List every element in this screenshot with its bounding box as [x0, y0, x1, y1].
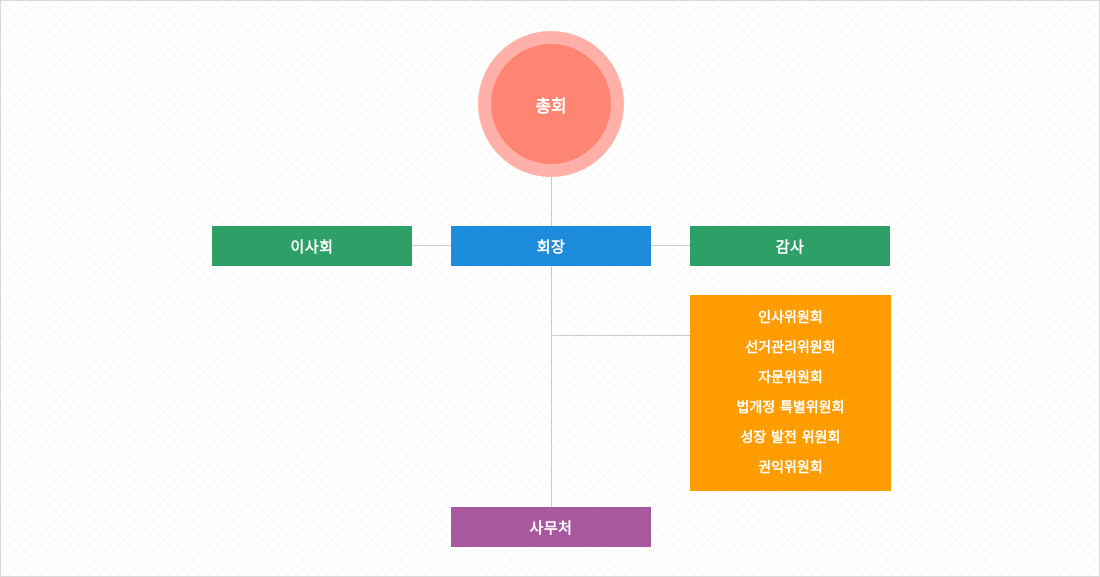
committees-node: 인사위원회 선거관리위원회 자문위원회 법개정 특별위원회 성장 발전 위원회 …	[690, 295, 891, 491]
committee-item: 인사위원회	[758, 310, 823, 326]
connector-board-president	[412, 245, 451, 246]
committee-item: 성장 발전 위원회	[740, 430, 841, 446]
connector-president-secretariat	[551, 266, 552, 507]
general-assembly-label: 총회	[491, 44, 611, 164]
committee-item: 법개정 특별위원회	[736, 400, 845, 416]
connector-president-auditor	[651, 245, 690, 246]
committee-item: 권익위원회	[758, 460, 823, 476]
connector-assembly-president	[551, 177, 552, 226]
secretariat-node: 사무처	[451, 507, 651, 547]
auditor-node: 감사	[690, 226, 890, 266]
committee-item: 선거관리위원회	[745, 340, 836, 356]
president-node: 회장	[451, 226, 651, 266]
connector-committees	[551, 335, 690, 336]
committee-item: 자문위원회	[758, 370, 823, 386]
board-node: 이사회	[212, 226, 412, 266]
general-assembly-node: 총회	[478, 31, 624, 177]
